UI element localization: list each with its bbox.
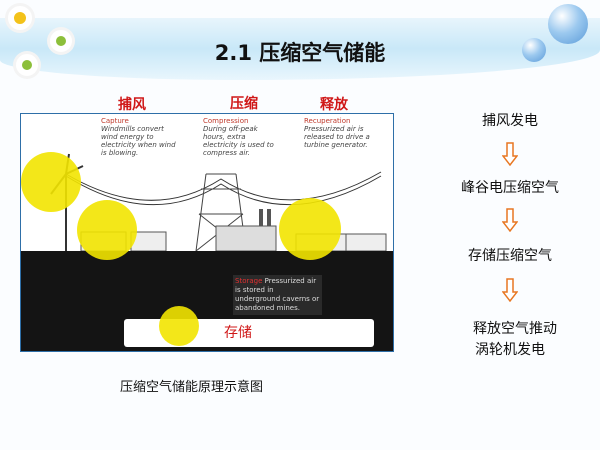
highlight-windmill	[21, 152, 81, 212]
slide-title: 2.1 压缩空气储能	[214, 41, 386, 65]
note-head: Compression	[203, 117, 249, 125]
flow-step-2: 峰谷电压缩空气	[461, 180, 559, 196]
header-band	[0, 18, 600, 80]
note-head: Capture	[101, 117, 129, 125]
highlight-storage	[159, 306, 199, 346]
label-capture: 捕风	[118, 97, 146, 113]
note-head: Storage	[235, 277, 263, 285]
note-body: Windmills convert wind energy to electri…	[101, 125, 176, 157]
label-compression: 压缩	[230, 96, 258, 112]
note-body: During off-peak hours, extra electricity…	[203, 125, 274, 157]
flow-step-1: 捕风发电	[482, 113, 538, 129]
note-head: Recuperation	[304, 117, 351, 125]
highlight-compressor	[77, 200, 137, 260]
label-storage: 存储	[224, 325, 252, 341]
bubble-decoration	[548, 4, 588, 44]
note-storage: Storage Pressurized air is stored in und…	[233, 275, 322, 315]
flow-step-4: 释放空气推动	[473, 321, 557, 337]
label-recuperation: 释放	[320, 97, 348, 113]
flow-step-3: 存储压缩空气	[468, 248, 552, 264]
down-arrow-icon	[502, 278, 518, 302]
flow-step-4b: 涡轮机发电	[475, 342, 545, 358]
note-body: Pressurized air is stored in underground…	[235, 277, 320, 312]
flower-decoration	[16, 54, 38, 76]
bubble-decoration	[522, 38, 546, 62]
flower-decoration	[8, 6, 32, 30]
highlight-turbine	[279, 198, 341, 260]
flower-decoration	[50, 30, 72, 52]
down-arrow-icon	[502, 142, 518, 166]
note-body: Pressurized air is released to drive a t…	[304, 125, 370, 149]
down-arrow-icon	[502, 208, 518, 232]
diagram-caption: 压缩空气储能原理示意图	[120, 380, 264, 395]
